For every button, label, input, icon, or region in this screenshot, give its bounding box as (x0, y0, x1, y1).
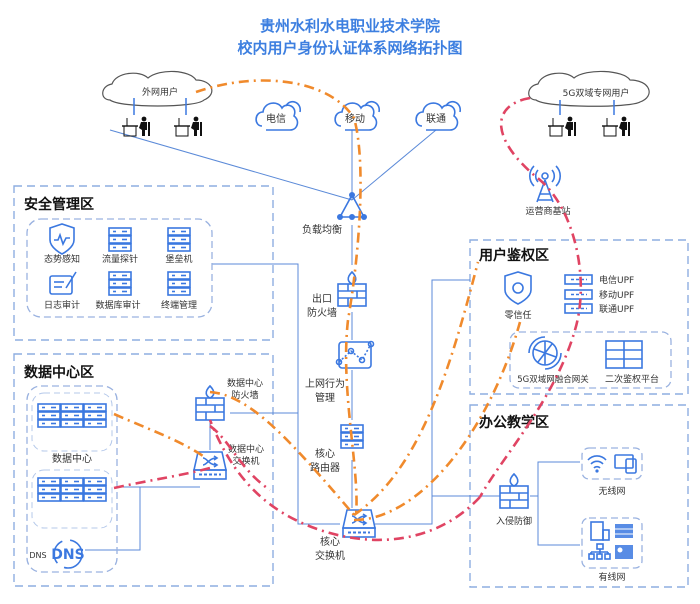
server-rack-icon (615, 524, 633, 538)
situational-awareness-icon (49, 223, 75, 255)
network-topology-icon (588, 543, 611, 560)
log-audit-icon (49, 271, 77, 295)
external-user-auth-path (195, 79, 362, 516)
load-balancer-label: 负载均衡 (302, 223, 342, 236)
datacenter-zone-box (13, 353, 274, 587)
dc-switch-label-2: 交换机 (232, 455, 259, 467)
core-switch-label-2: 交换机 (315, 549, 345, 562)
user-icon (547, 115, 577, 137)
core-router-label-1: 核心 (315, 447, 335, 460)
fusion-gateway-label: 5G双域网融合网关 (517, 374, 589, 385)
auth-flow-paths (113, 79, 583, 542)
dns-icon-text: DNS (51, 547, 84, 563)
title-line-2: 校内用户身份认证体系网络拓扑图 (237, 39, 462, 57)
dns-label: DNS (29, 551, 46, 560)
upf-label: 电信UPF (599, 274, 634, 286)
wireless-label: 无线网 (598, 485, 625, 497)
secondary-auth-icon (605, 340, 643, 369)
wired-label: 有线网 (598, 571, 625, 583)
security-group-box (26, 218, 213, 318)
zero-trust-icon (504, 271, 532, 305)
dc-firewall-icon (195, 385, 225, 421)
behavior-mgmt-label-2: 管理 (315, 391, 335, 404)
zero-trust-label: 零信任 (504, 309, 531, 321)
terminal-mgmt-icon (167, 271, 191, 296)
security-item: 流量探针 (102, 253, 138, 265)
dns-icon: DNS (51, 539, 85, 569)
dc-switch-label-1: 数据中心 (228, 443, 264, 455)
user-icon (121, 115, 151, 137)
traffic-probe-icon (108, 227, 132, 252)
dc-to-switch-path (113, 412, 207, 460)
wifi-icon (587, 455, 607, 473)
dc-server-icon (37, 403, 61, 428)
upf-label: 联通UPF (599, 304, 634, 315)
5g-users-cloud (528, 70, 650, 107)
auth-zone-title: 用户鉴权区 (479, 247, 549, 264)
core-switch-icon (342, 509, 376, 538)
security-item: 日志审计 (44, 299, 80, 311)
dc-firewall-label-1: 数据中心 (227, 377, 263, 389)
behavior-mgmt-label-1: 上网行为 (305, 377, 345, 390)
5g-user-auth-path (478, 96, 583, 498)
isp-mobile-label: 移动 (345, 112, 365, 125)
dc-server-icon (60, 403, 84, 428)
isp-unicom-label: 联通 (426, 113, 446, 125)
5g-users-label: 5G双域专网用户 (563, 87, 630, 99)
wireless-group-box (581, 447, 643, 480)
title-line-1: 贵州水利水电职业技术学院 (260, 17, 440, 35)
auth-zone-box (469, 239, 689, 395)
load-balancer-icon (337, 192, 367, 220)
security-zone-box (13, 185, 274, 341)
building-icon (590, 521, 610, 541)
db-audit-icon (108, 271, 132, 296)
core-to-dc-red-path (208, 419, 481, 542)
security-zone-title: 安全管理区 (24, 196, 94, 213)
core-to-auth-path (353, 261, 480, 517)
dc-server-icon (83, 403, 107, 428)
core-to-zero-trust-path (353, 321, 522, 522)
egress-firewall-label-2: 防火墙 (307, 306, 337, 319)
security-item: 态势感知 (44, 253, 80, 265)
office-zone-box (469, 404, 689, 588)
datacenter-group-box (26, 385, 118, 573)
ips-icon (499, 473, 529, 509)
security-item: 终端管理 (161, 299, 197, 311)
core-router-label-2: 路由器 (310, 461, 340, 474)
upf-label: 移动UPF (599, 289, 634, 301)
dc-switch-icon (193, 451, 227, 480)
security-item: 堡垒机 (165, 253, 192, 265)
datacenter-zone-title: 数据中心区 (24, 364, 94, 381)
user-icon (173, 115, 203, 137)
dc-server-icon (83, 477, 107, 502)
connection-lines (85, 129, 580, 551)
dc-firewall-to-core-path (209, 390, 355, 516)
devices-icon (614, 454, 637, 474)
surveillance-icon (615, 545, 633, 559)
office-zone-title: 办公教学区 (479, 414, 549, 431)
auth-group-box (509, 331, 672, 389)
behavior-management-icon (335, 340, 375, 369)
dc-server-icon (37, 477, 61, 502)
isp-telecom-label: 电信 (266, 112, 286, 125)
ips-label: 入侵防御 (496, 515, 532, 527)
base-station-label: 运营商基站 (525, 205, 570, 217)
core-switch-label-1: 核心 (320, 535, 340, 548)
bastion-host-icon (167, 227, 191, 252)
external-users-cloud (102, 70, 213, 107)
dc-firewall-red-path (209, 424, 271, 492)
upf-server-icon (564, 274, 593, 314)
external-users-label: 外网用户 (142, 86, 178, 98)
security-item: 数据库审计 (95, 299, 140, 311)
egress-firewall-label-1: 出口 (312, 292, 332, 305)
fusion-gateway-icon (528, 336, 562, 370)
dc-to-switch-red-path (113, 466, 211, 490)
dc-server-icon (60, 477, 84, 502)
secondary-auth-label: 二次鉴权平台 (605, 373, 659, 385)
dc-firewall-label-2: 防火墙 (231, 389, 258, 401)
wired-group-box (581, 517, 643, 569)
datacenter-label: 数据中心 (52, 452, 92, 465)
user-icon (601, 115, 631, 137)
